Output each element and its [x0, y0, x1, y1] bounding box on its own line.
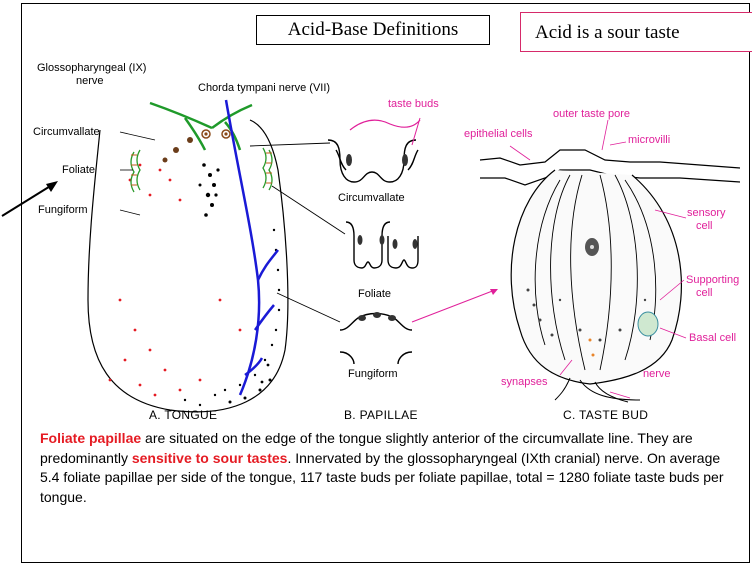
tongue-illustration [88, 100, 288, 412]
label-glossopharyngeal-nerve: nerve [76, 75, 104, 88]
highlight-foliate-papillae: Foliate papillae [40, 430, 141, 446]
label-sensory-cell-2: cell [696, 220, 713, 233]
caption-taste-bud: C. TASTE BUD [563, 408, 648, 422]
label-circumvallate: Circumvallate [33, 126, 100, 139]
papillae-illustration [328, 140, 418, 364]
label-nerve: nerve [643, 368, 671, 381]
body-paragraph: Foliate papillae are situated on the edg… [40, 429, 740, 507]
papilla-to-bud-arrow [412, 289, 498, 322]
label-supporting-cell: Supporting [686, 274, 739, 287]
label-papilla-fungiform: Fungiform [348, 368, 398, 381]
callout-box: Acid is a sour taste [520, 12, 752, 52]
label-chorda-tympani: Chorda tympani nerve (VII) [198, 82, 330, 95]
label-supporting-cell-2: cell [696, 287, 713, 300]
label-epithelial-cells: epithelial cells [464, 128, 532, 141]
label-foliate: Foliate [62, 164, 95, 177]
glossopharyngeal-nerve [150, 103, 252, 150]
label-papilla-foliate: Foliate [358, 288, 391, 301]
label-synapses: synapses [501, 376, 547, 389]
label-microvilli: microvilli [628, 134, 670, 147]
label-taste-buds: taste buds [388, 98, 439, 111]
slide-title: Acid-Base Definitions [256, 15, 490, 45]
label-fungiform: Fungiform [38, 204, 88, 217]
label-sensory-cell: sensory [687, 207, 726, 220]
label-papilla-circumvallate: Circumvallate [338, 192, 405, 205]
label-glossopharyngeal: Glossopharyngeal (IX) [37, 62, 146, 75]
highlight-sour-tastes: sensitive to sour tastes [132, 450, 288, 466]
label-outer-taste-pore: outer taste pore [553, 108, 630, 121]
caption-tongue: A. TONGUE [149, 408, 217, 422]
foliate-ridges [131, 148, 272, 192]
label-basal-cell: Basal cell [689, 332, 736, 345]
caption-papillae: B. PAPILLAE [344, 408, 418, 422]
